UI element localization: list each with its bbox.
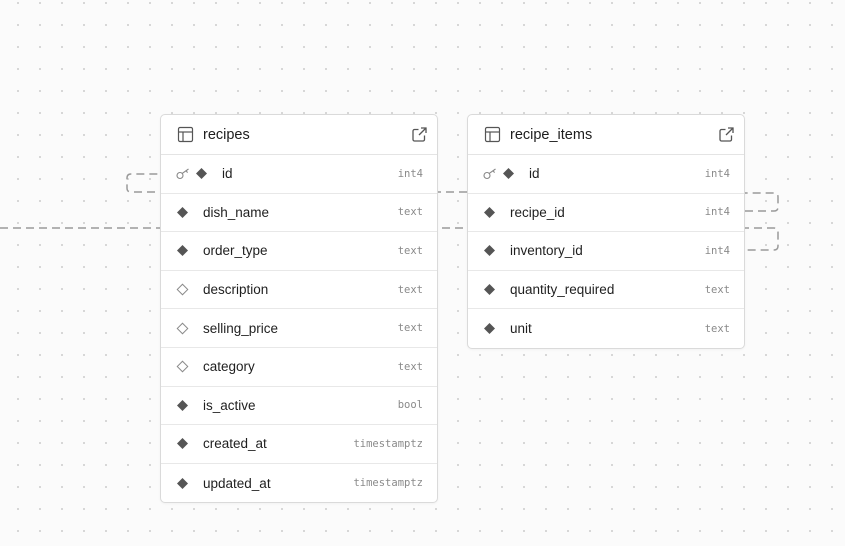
column-name: updated_at [203,475,271,491]
column-type: text [397,206,423,219]
column-name: id [529,166,540,182]
column-type: text [397,244,423,257]
hollow-diamond-icon [176,283,189,296]
column-name: unit [510,321,532,337]
filled-diamond-icon [483,322,496,335]
column-row[interactable]: order_type text [161,232,437,271]
column-type: text [397,283,423,296]
column-name: selling_price [203,320,279,336]
column-name: dish_name [203,204,270,220]
column-row[interactable]: dish_name text [161,194,437,233]
filled-diamond-icon [483,206,496,219]
table-header: recipes [161,115,437,155]
table-name: recipe_items [510,126,593,143]
column-row[interactable]: is_active bool [161,387,437,426]
column-type: int4 [704,244,730,257]
table-header: recipe_items [468,115,744,155]
column-row[interactable]: quantity_required text [468,271,744,310]
external-link-icon[interactable] [411,126,429,144]
column-row[interactable]: id int4 [161,155,437,194]
filled-diamond-icon [176,477,189,490]
relation-inventory-id [0,227,779,251]
column-row[interactable]: recipe_id int4 [468,194,744,233]
filled-diamond-icon [176,437,189,450]
column-type: timestamptz [353,437,423,450]
column-list: id int4 recipe_id int4 inventory_id int4 quant… [468,155,744,348]
column-name: is_active [203,397,256,413]
column-row[interactable]: category text [161,348,437,387]
filled-diamond-icon [483,283,496,296]
filled-diamond-icon [195,167,208,180]
filled-diamond-icon [176,206,189,219]
column-type: bool [397,399,423,412]
column-name: created_at [203,436,267,452]
column-type: text [704,283,730,296]
column-name: inventory_id [510,243,583,259]
key-icon [483,168,498,180]
column-row[interactable]: created_at timestamptz [161,425,437,464]
filled-diamond-icon [176,244,189,257]
hollow-diamond-icon [176,322,189,335]
column-type: timestamptz [353,477,423,490]
column-name: category [203,359,255,375]
key-icon [176,168,191,180]
column-name: recipe_id [510,204,565,220]
column-type: text [397,360,423,373]
column-name: order_type [203,243,268,259]
relation-recipe-items-to-recipes [126,173,467,193]
table-grid-icon [484,126,501,143]
filled-diamond-icon [176,399,189,412]
table-grid-icon [177,126,194,143]
column-type: int4 [704,167,730,180]
column-row[interactable]: unit text [468,309,744,348]
filled-diamond-icon [483,244,496,257]
column-row[interactable]: selling_price text [161,309,437,348]
column-name: id [222,166,233,182]
relation-recipe-id [745,192,779,212]
hollow-diamond-icon [176,360,189,373]
column-name: description [203,282,269,298]
column-row[interactable]: updated_at timestamptz [161,464,437,503]
filled-diamond-icon [502,167,515,180]
column-row[interactable]: description text [161,271,437,310]
table-name: recipes [203,126,250,143]
column-name: quantity_required [510,282,615,298]
column-type: text [704,322,730,335]
column-type: int4 [704,206,730,219]
column-row[interactable]: id int4 [468,155,744,194]
column-type: text [397,322,423,335]
column-type: int4 [397,167,423,180]
column-row[interactable]: inventory_id int4 [468,232,744,271]
external-link-icon[interactable] [718,126,736,144]
